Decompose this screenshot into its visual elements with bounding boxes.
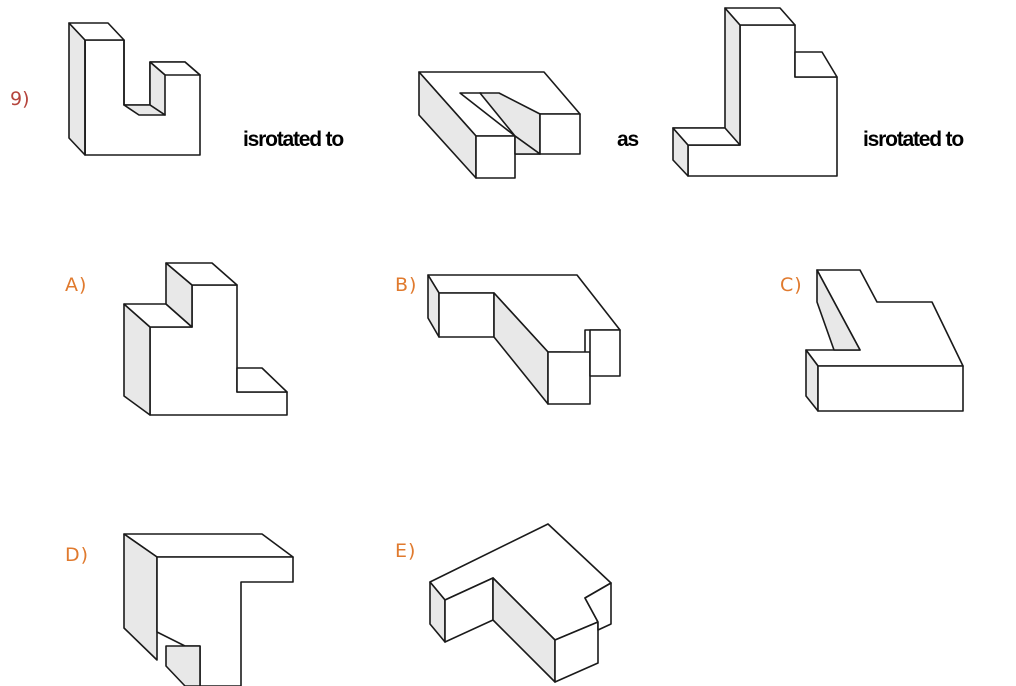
option-c-label[interactable]: C) bbox=[780, 274, 803, 296]
relation-text-3: isrotated to bbox=[863, 128, 964, 151]
relation-text-2: as bbox=[617, 128, 639, 151]
option-b-label[interactable]: B) bbox=[395, 274, 418, 296]
option-d-label[interactable]: D) bbox=[65, 544, 90, 566]
option-a-label[interactable]: A) bbox=[65, 274, 88, 296]
relation-text-1: isrotated to bbox=[243, 128, 344, 151]
question-number: 9) bbox=[10, 88, 30, 110]
option-e-label[interactable]: E) bbox=[395, 540, 417, 562]
